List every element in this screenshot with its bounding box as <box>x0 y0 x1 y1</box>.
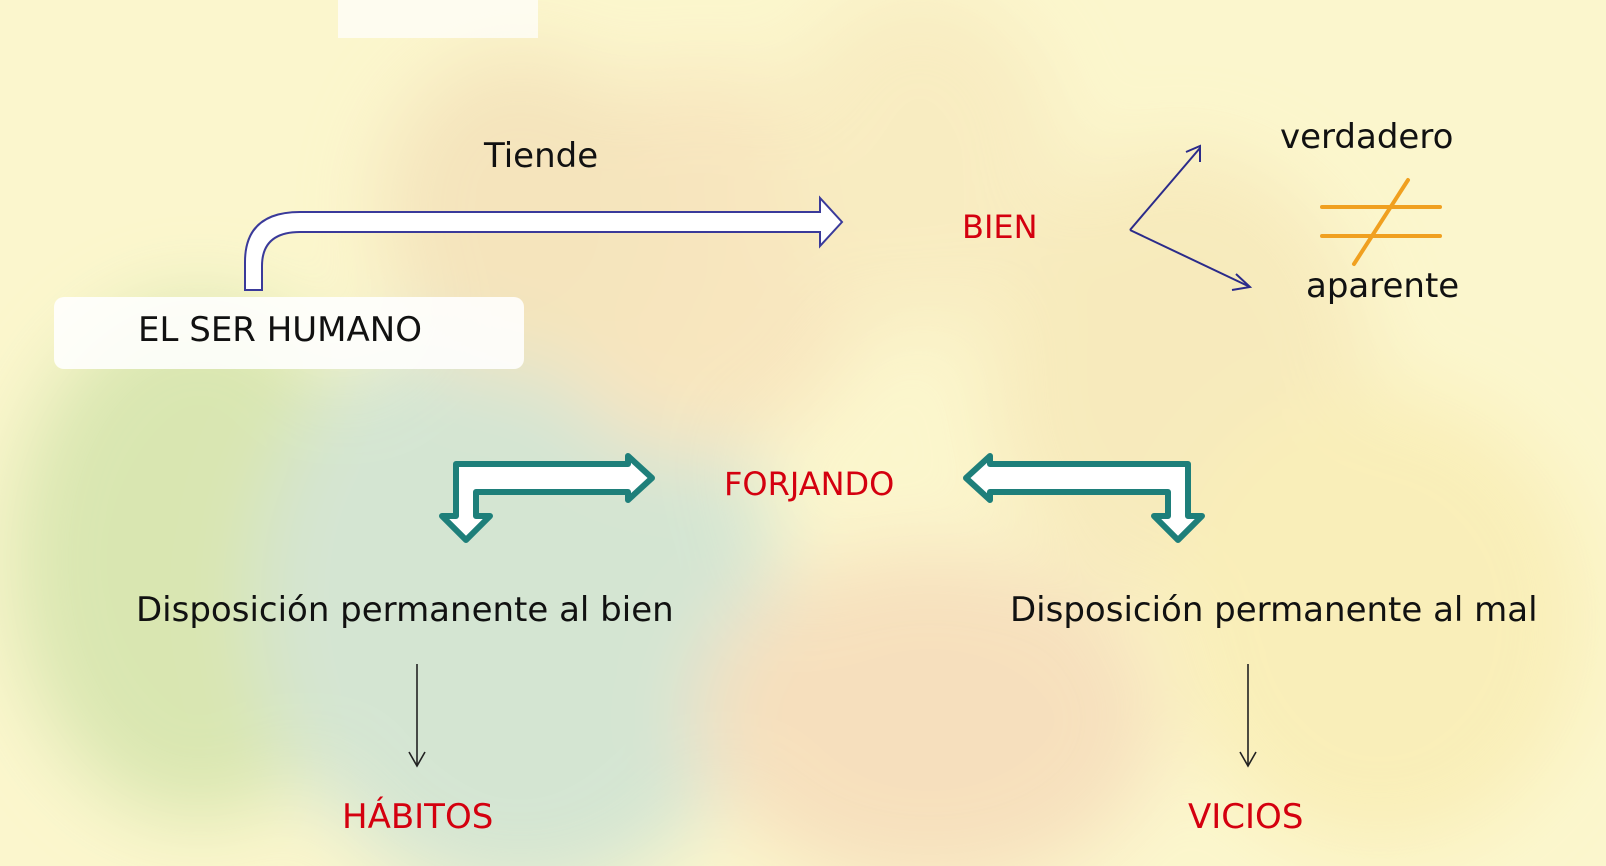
tends-label: Tiende <box>484 136 599 176</box>
habits-label: HÁBITOS <box>342 797 494 837</box>
left-double-arrow <box>439 453 655 543</box>
not-equal-icon <box>1320 178 1442 266</box>
forging-label: FORJANDO <box>724 465 895 503</box>
top-white-patch <box>338 0 538 38</box>
right-down-arrow <box>1239 664 1257 768</box>
good-label: BIEN <box>962 208 1038 246</box>
tends-arrow <box>244 195 844 291</box>
right-double-arrow <box>963 453 1205 543</box>
left-disposition-label: Disposición permanente al bien <box>136 590 674 630</box>
good-fork-arrows <box>1129 144 1253 291</box>
true-good-label: verdadero <box>1280 117 1454 157</box>
left-down-arrow <box>408 664 426 768</box>
right-disposition-label: Disposición permanente al mal <box>1010 590 1538 630</box>
subject-label: EL SER HUMANO <box>138 310 422 350</box>
subject-box <box>54 297 524 369</box>
vices-label: VICIOS <box>1188 797 1304 837</box>
apparent-good-label: aparente <box>1306 266 1460 306</box>
